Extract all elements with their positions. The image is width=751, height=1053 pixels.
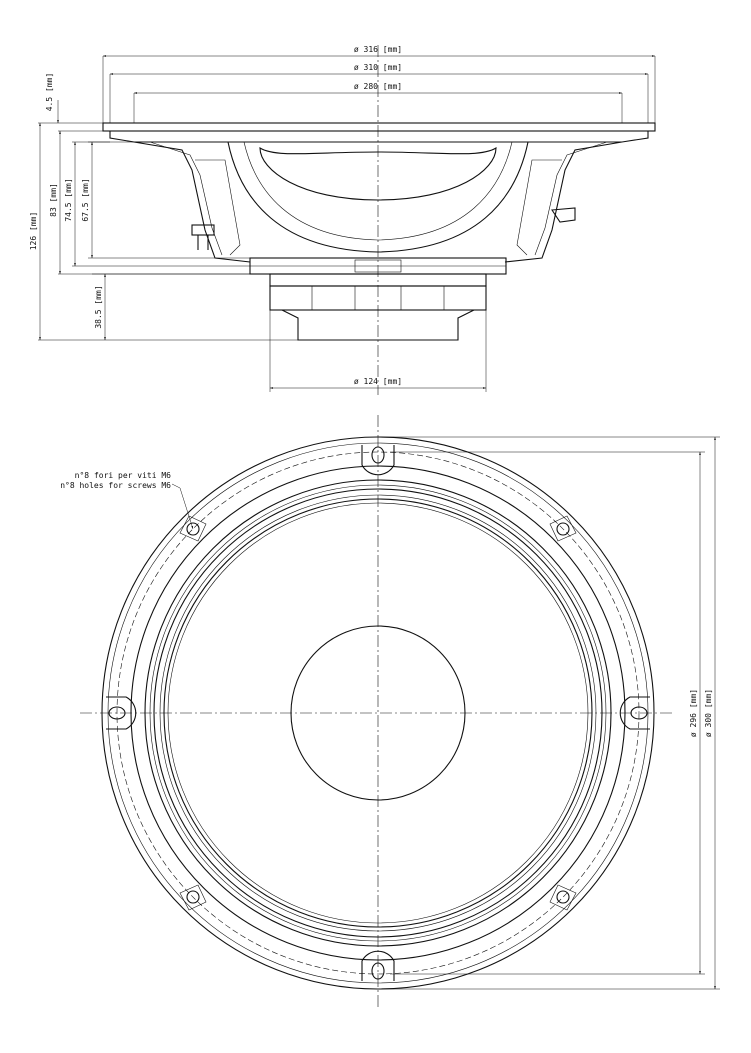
frame-inner-ring: [130, 465, 626, 961]
dim-280-label: ø 280 [mm]: [354, 82, 402, 91]
basket-left-inner: [149, 141, 223, 256]
dim-4-5-label: 4.5 [mm]: [45, 73, 54, 112]
surround-inner: [163, 498, 593, 928]
terminal-left: [191, 224, 215, 250]
surround-mid: [159, 494, 597, 932]
dim-38-5: 38.5 [mm]: [92, 273, 250, 340]
basket-right-inner: [534, 141, 608, 256]
gasket-ring-2: [149, 484, 607, 942]
cone-inner: [243, 141, 513, 241]
dim-300-label: ø 300 [mm]: [704, 689, 713, 737]
dim-83-label: 83 [mm]: [49, 183, 58, 217]
mounting-hole: [549, 884, 577, 911]
terminal-right: [551, 207, 576, 223]
bolt-circle: [116, 451, 640, 975]
basket-left: [133, 141, 251, 263]
dim-124: ø 124 [mm]: [269, 310, 487, 392]
dust-cap-circle: [290, 625, 466, 801]
cone-edge: [167, 502, 589, 924]
basket-right: [504, 141, 623, 263]
dim-124-label: ø 124 [mm]: [354, 377, 402, 386]
holes-note-english: n°8 holes for screws M6: [60, 481, 171, 490]
dim-296-label: ø 296 [mm]: [689, 689, 698, 737]
mounting-hole: [549, 515, 577, 542]
dim-126-label: 126 [mm]: [29, 212, 38, 251]
mounting-hole: [619, 696, 650, 730]
mounting-hole: [361, 950, 395, 981]
front-view: n°8 fori per viti M6 n°8 holes for screw…: [60, 415, 720, 1010]
dust-cap: [259, 147, 497, 201]
mounting-hole: [179, 515, 207, 542]
frame-outer-ring-2: [107, 442, 649, 984]
dim-310-label: ø 310 [mm]: [354, 63, 402, 72]
dim-67-5: 67.5 [mm]: [81, 141, 250, 259]
holes-leader: [171, 483, 194, 530]
dim-316-label: ø 316 [mm]: [354, 45, 402, 54]
dim-74-5-label: 74.5 [mm]: [64, 178, 73, 221]
mounting-holes: [106, 445, 650, 981]
right-spoke: [516, 159, 562, 256]
dim-280: ø 280 [mm]: [133, 82, 623, 123]
dim-4-5: 4.5 [mm]: [45, 73, 103, 132]
dim-67-5-label: 67.5 [mm]: [81, 178, 90, 221]
dim-126: 126 [mm]: [29, 122, 298, 341]
dim-296: ø 296 [mm]: [390, 451, 705, 975]
magnet-body: [269, 285, 487, 311]
dim-316: ø 316 [mm]: [102, 45, 656, 123]
left-spoke: [195, 159, 241, 256]
mounting-hole: [361, 445, 395, 476]
dim-300: ø 300 [mm]: [378, 436, 720, 990]
spider-mount: [354, 259, 402, 273]
surround-outer: [153, 488, 603, 938]
side-flange: [102, 122, 656, 132]
dim-310: ø 310 [mm]: [109, 63, 649, 123]
holes-note-italian: n°8 fori per viti M6: [75, 471, 172, 480]
side-flange-lip: [109, 131, 649, 143]
dim-38-5-label: 38.5 [mm]: [94, 285, 103, 328]
mounting-hole: [106, 696, 137, 730]
gasket-ring-1: [144, 479, 612, 947]
side-view: ø 316 [mm] ø 310 [mm] ø 280 [mm]: [29, 45, 656, 395]
mounting-hole: [179, 884, 207, 911]
magnet-back-plate: [281, 309, 475, 341]
cone-profile: [227, 141, 529, 253]
